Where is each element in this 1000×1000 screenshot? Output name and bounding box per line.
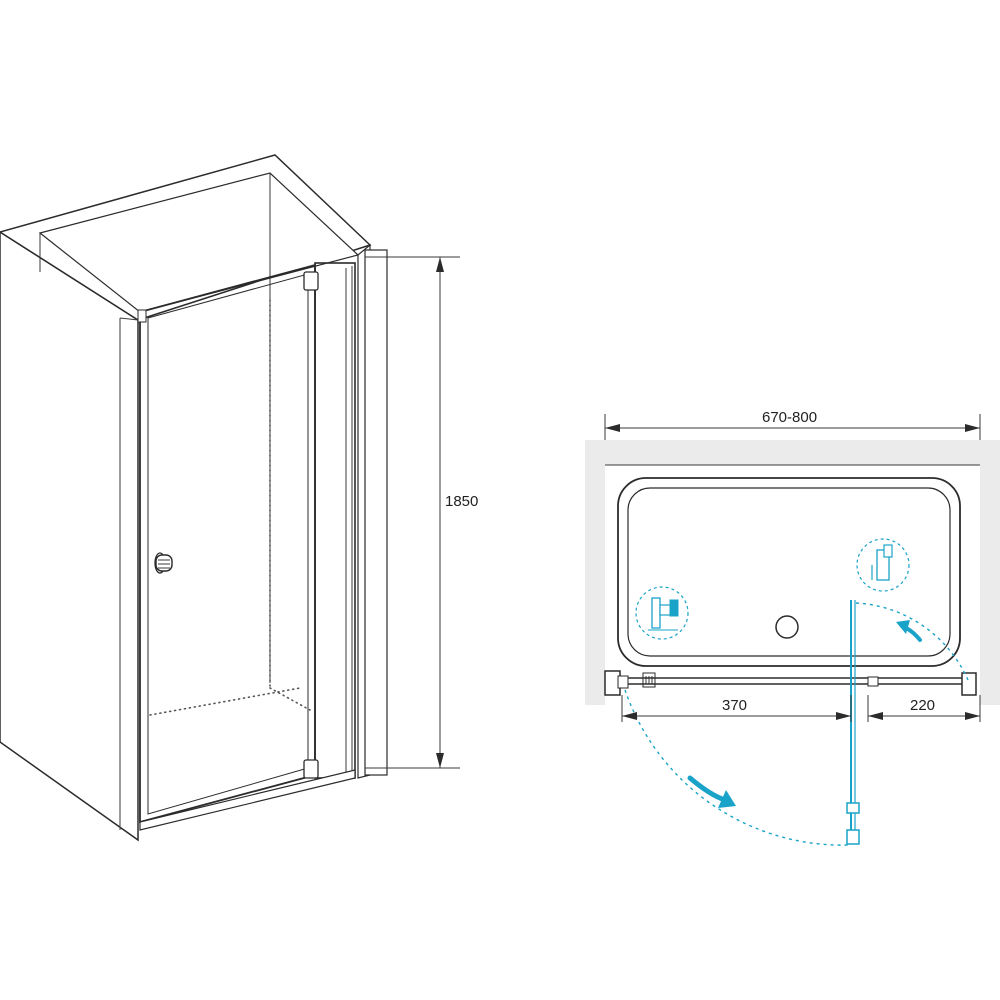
door-handle-icon: [154, 552, 173, 574]
floor-outline-dotted: [149, 299, 311, 716]
door-frame: [139, 262, 356, 831]
width-dimension: 670-800: [604, 409, 981, 440]
swing-arcs: [624, 602, 969, 846]
width-range-label: 670-800: [762, 409, 817, 426]
enclosure-walls: [0, 154, 388, 842]
drain-icon: [775, 615, 799, 639]
elevation-view: 1850: [0, 154, 478, 842]
bottom-dimensions: 370 220: [621, 695, 981, 722]
right-dimension-label: 220: [910, 697, 935, 714]
left-dimension-label: 370: [722, 697, 747, 714]
wall-profile-detail-icon: [635, 538, 910, 640]
door-profile: [604, 670, 977, 696]
plan-view: 670-800: [585, 409, 1000, 846]
swing-arrow-icon: [687, 620, 922, 808]
shower-tray: [617, 477, 961, 667]
wall-sections: [585, 440, 1000, 705]
shower-door-hinge-icon: [137, 271, 319, 779]
height-label: 1850: [445, 493, 478, 510]
height-dimension: 1850: [365, 256, 478, 769]
